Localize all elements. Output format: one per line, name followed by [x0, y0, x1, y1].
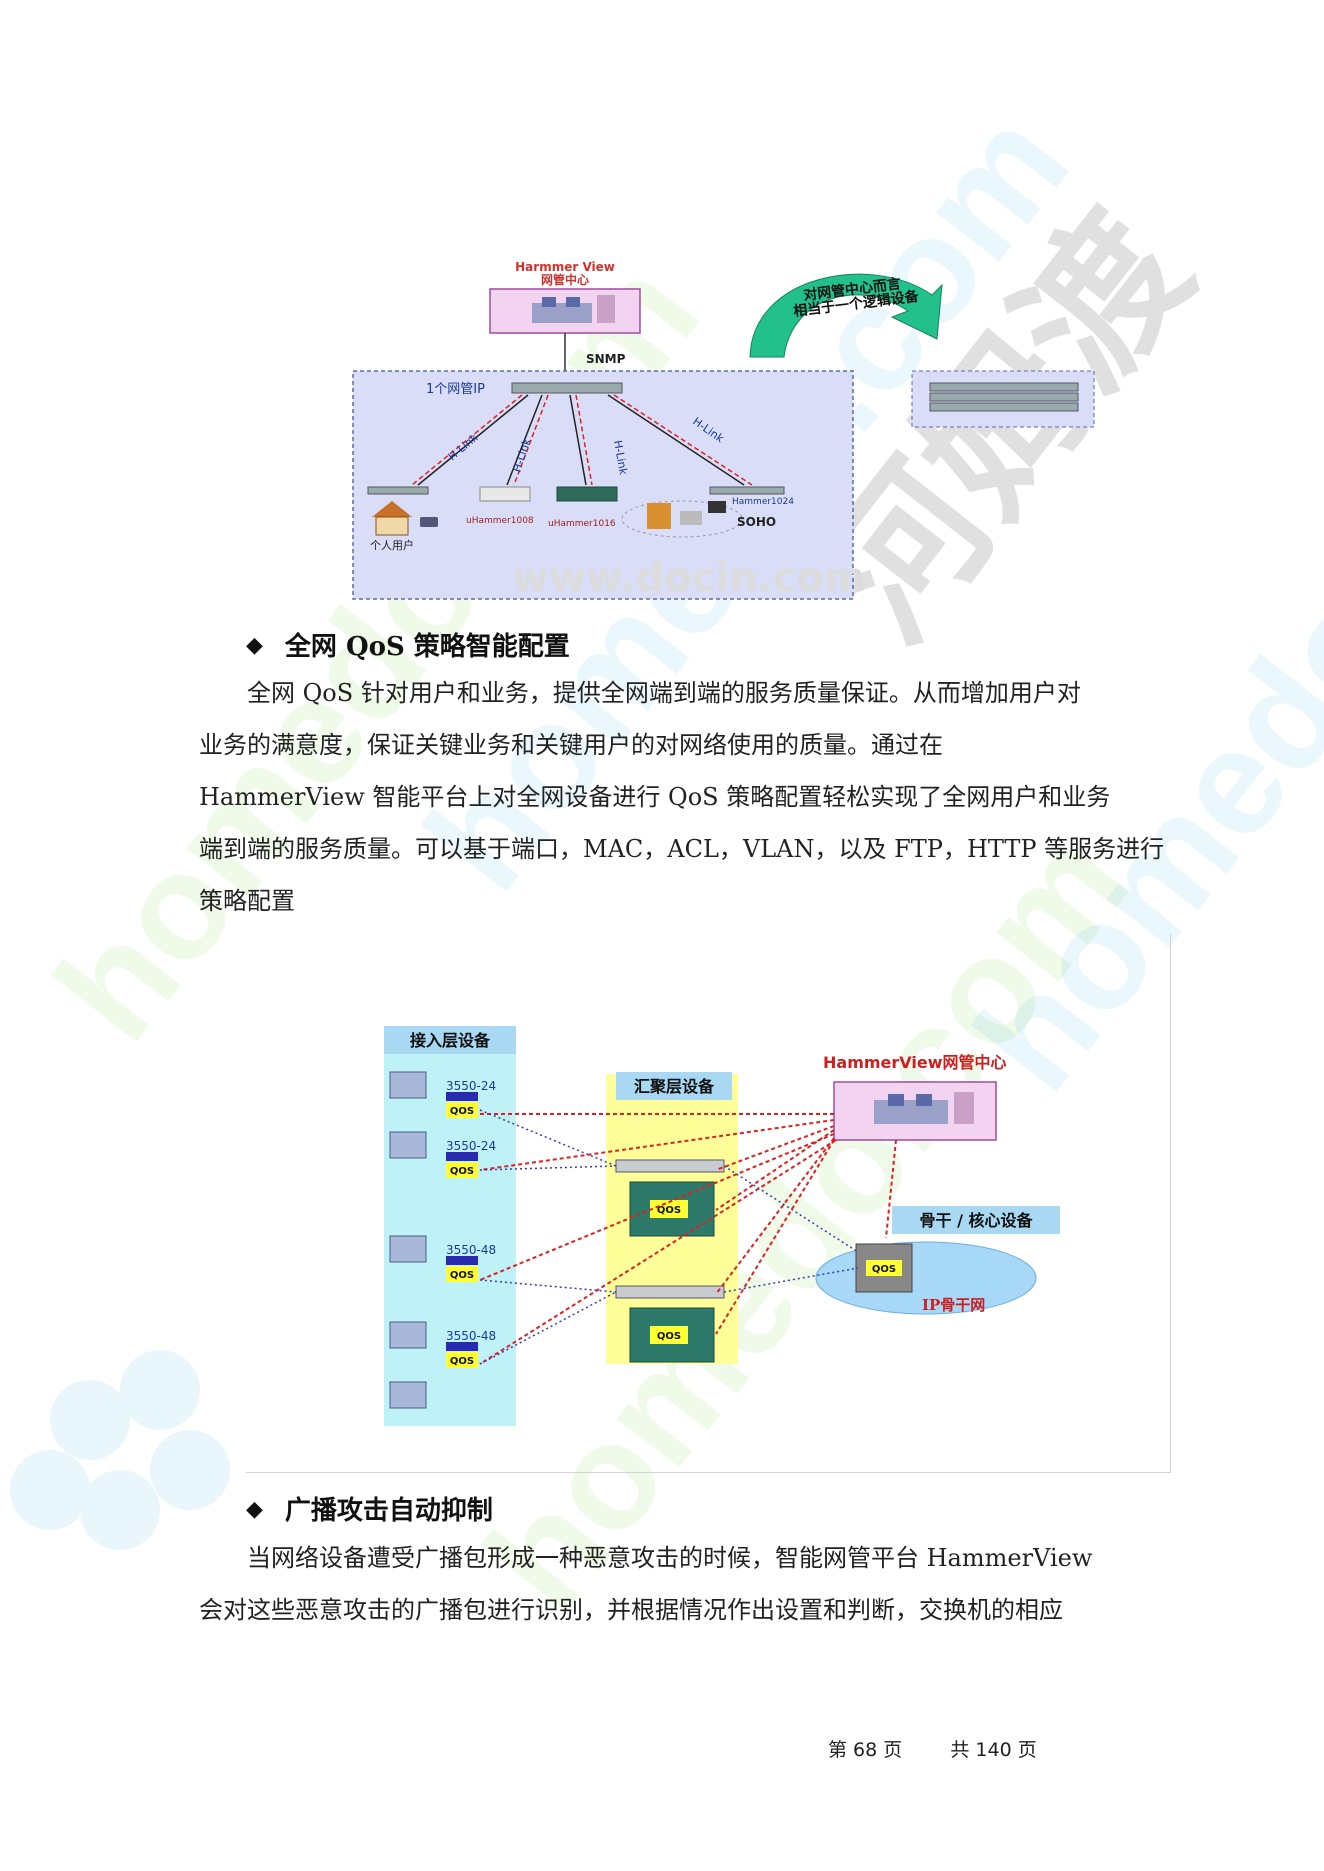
qos-label: QOS — [872, 1264, 896, 1275]
uhammer1008-label: uHammer1008 — [466, 516, 534, 526]
access-switch-2: 3550-24 QOS — [389, 1131, 496, 1178]
h-link-lines — [411, 394, 753, 486]
stacked-switch-icon — [929, 382, 1079, 392]
switch-model-label: 3550-48 — [446, 1329, 496, 1343]
soho-group-icon — [621, 500, 743, 538]
qos-label: QOS — [657, 1331, 681, 1342]
personal-user-label: 个人用户 — [370, 538, 414, 552]
paragraph-line: 全网 QoS 针对用户和业务，提供全网端到端的服务质量保证。从而增加用户对 — [247, 679, 1081, 707]
qos-badge — [446, 1266, 478, 1282]
qos-config-arrows — [479, 1113, 897, 1365]
qos-badge — [650, 1200, 688, 1218]
qos-badge — [446, 1102, 478, 1118]
switch-model-label: 3550-24 — [446, 1139, 496, 1153]
qos-paragraph: 全网 QoS 针对用户和业务，提供全网端到端的服务质量保证。从而增加用户对 业务… — [199, 667, 1165, 927]
paragraph-line: 当网络设备遭受广播包形成一种恶意攻击的时候，智能网管平台 HammerView — [247, 1544, 1093, 1572]
aggregation-layer-title: 汇聚层设备 — [634, 1077, 715, 1096]
house-icon — [389, 1131, 427, 1159]
section-title-text: 全网 QoS 策略智能配置 — [284, 632, 570, 662]
flower-logo-icon — [10, 1350, 230, 1550]
nms-computer-icon — [532, 295, 615, 323]
bullet-diamond-icon: ◆ — [246, 1495, 263, 1522]
snmp-label: SNMP — [586, 352, 626, 366]
aggregation-switch-icon — [615, 1159, 725, 1173]
page-number: 第 68 页 — [828, 1739, 903, 1761]
main-switch-icon — [511, 382, 623, 394]
hammer1024-label: Hammer1024 — [732, 497, 794, 507]
access-switch-3: 3550-48 QOS — [389, 1235, 496, 1282]
qos-badge — [650, 1326, 688, 1344]
phone-icon — [420, 517, 438, 527]
qos-badge — [446, 1352, 478, 1368]
nms-title: Harmmer View — [515, 260, 615, 274]
qos-label: QOS — [450, 1106, 474, 1117]
page-total: 共 140 页 — [950, 1739, 1037, 1761]
core-layer-title: 骨干 / 核心设备 — [920, 1211, 1034, 1230]
nms-center-computer-icon — [874, 1092, 974, 1124]
access-switch-4: 3550-48 QOS — [389, 1321, 496, 1368]
access-layer-title: 接入层设备 — [410, 1031, 491, 1050]
uhammer1008-icon — [479, 486, 531, 502]
broadcast-paragraph: 当网络设备遭受广播包形成一种恶意攻击的时候，智能网管平台 HammerView … — [199, 1532, 1159, 1636]
qos-badge — [866, 1260, 902, 1276]
laptop-icon — [708, 501, 726, 513]
uhammer1016-icon — [556, 486, 618, 502]
qos-label: QOS — [657, 1205, 681, 1216]
h-link-label-3: H-Link — [611, 439, 630, 476]
house-icon — [389, 1321, 427, 1349]
aggregation-switch-icon — [615, 1285, 725, 1299]
qos-label: QOS — [450, 1270, 474, 1281]
paragraph-line: 端到端的服务质量。可以基于端口，MAC，ACL，VLAN，以及 FTP，HTTP… — [199, 835, 1165, 863]
small-switch-icon — [367, 486, 429, 495]
qos-label: QOS — [450, 1166, 474, 1177]
house-icon — [389, 1235, 427, 1263]
backbone-label: IP骨干网 — [922, 1296, 985, 1314]
figure-watermark-strip: www.docin.com — [512, 555, 866, 601]
nms-subtitle: 网管中心 — [541, 272, 589, 287]
switch-model-label: 3550-24 — [446, 1079, 496, 1093]
section-title-broadcast: ◆ 广播攻击自动抑制 — [246, 1490, 493, 1527]
section-title-qos: ◆ 全网 QoS 策略智能配置 — [246, 626, 570, 663]
uhammer1016-label: uHammer1016 — [548, 519, 616, 529]
qos-topology-figure-2: 接入层设备 汇聚层设备 HammerView网管中心 骨干 / 核心设备 IP骨… — [246, 934, 1171, 1473]
paragraph-line: 业务的满意度，保证关键业务和关键用户的对网络使用的质量。通过在 — [199, 731, 943, 759]
house-icon — [389, 1381, 427, 1409]
physical-links — [479, 1109, 859, 1365]
house-icon — [372, 501, 412, 536]
aggregation-router-1: QOS — [629, 1181, 715, 1237]
hammer1024-icon — [709, 486, 785, 495]
nms-center-title: HammerView网管中心 — [823, 1053, 1007, 1072]
paragraph-line: HammerView 智能平台上对全网设备进行 QoS 策略配置轻松实现了全网用… — [199, 783, 1111, 811]
section-title-text: 广播攻击自动抑制 — [284, 1496, 493, 1526]
paragraph-line: 策略配置 — [199, 887, 295, 915]
network-topology-figure-1: Harmmer View 网管中心 SNMP 1个网管IP 个人用户 uHamm… — [352, 260, 1095, 601]
bullet-diamond-icon: ◆ — [246, 631, 263, 658]
aggregation-router-2: QOS — [629, 1307, 715, 1363]
qos-badge — [446, 1162, 478, 1178]
house-icon — [389, 1071, 427, 1099]
switch-model-label: 3550-48 — [446, 1243, 496, 1257]
ip-label: 1个网管IP — [426, 382, 485, 397]
building-icon — [647, 503, 671, 529]
page-footer: 第 68 页 共 140 页 — [828, 1735, 1041, 1762]
qos-label: QOS — [450, 1356, 474, 1367]
printer-icon — [680, 511, 702, 525]
access-switch-1: 3550-24 QOS — [389, 1071, 496, 1118]
paragraph-line: 会对这些恶意攻击的广播包进行识别，并根据情况作出设置和判断，交换机的相应 — [199, 1596, 1063, 1624]
logical-device-arrow-icon — [749, 273, 943, 358]
soho-label: SOHO — [737, 515, 776, 529]
